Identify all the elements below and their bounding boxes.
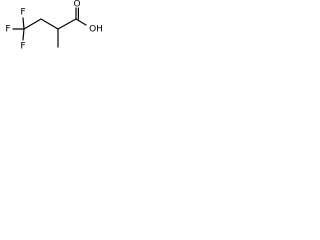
bond-c1-oh bbox=[75, 18, 87, 26]
bond-c4-f-top bbox=[22, 17, 25, 30]
chemical-structure: F F F O OH bbox=[5, 0, 103, 52]
atom-o-carbonyl: O bbox=[73, 0, 80, 10]
bond-c2-c1 bbox=[57, 18, 77, 30]
atom-oh: OH bbox=[89, 25, 103, 35]
bond-c4-f-bottom bbox=[22, 28, 25, 41]
structure-canvas: F F F O OH bbox=[0, 0, 108, 61]
bond-c4-c3 bbox=[23, 18, 42, 30]
atom-f-top: F bbox=[20, 8, 25, 18]
atom-f-bottom: F bbox=[20, 42, 25, 52]
atom-f-left: F bbox=[5, 25, 10, 35]
bond-c3-c2 bbox=[40, 18, 59, 30]
